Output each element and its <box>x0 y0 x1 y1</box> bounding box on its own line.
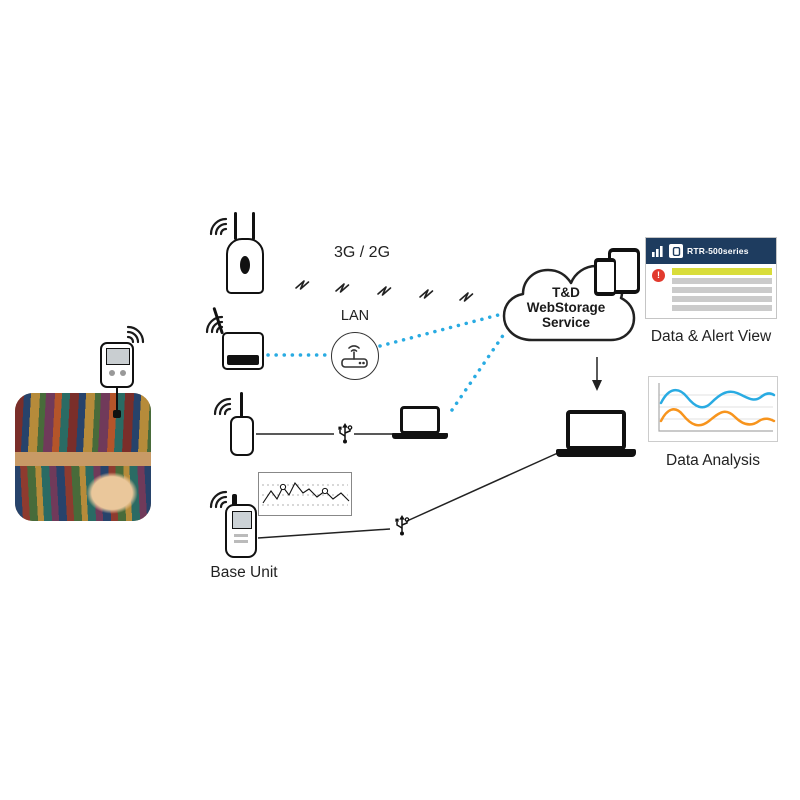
logger-sensor-cable <box>113 384 121 418</box>
lan-label: LAN <box>340 308 370 324</box>
lan-router-icon <box>331 332 379 380</box>
wifi-signal-icon <box>209 217 228 236</box>
laptop-large-icon <box>566 410 626 450</box>
bar-chart-icon <box>652 246 663 257</box>
bookshelf-board <box>15 451 151 466</box>
laptop-large-base <box>556 449 636 457</box>
handheld-display <box>232 511 252 529</box>
laptop-small-icon <box>400 406 440 434</box>
antenna <box>252 212 255 240</box>
data-alert-view-window: RTR-500series ! <box>645 237 777 319</box>
device-chip-icon <box>669 244 683 258</box>
wifi-signal-icon <box>126 325 145 344</box>
network-label: 3G / 2G <box>333 244 391 261</box>
data-analysis-chart <box>648 376 778 442</box>
base-unit-handheld <box>225 504 257 558</box>
data-analysis-label: Data Analysis <box>666 452 760 469</box>
cellular-link-bolts <box>295 280 474 302</box>
logger-button <box>120 370 126 376</box>
browser-header: RTR-500series <box>646 238 776 264</box>
base-unit-router <box>222 332 264 370</box>
table-row <box>672 287 772 293</box>
installation-photo <box>15 393 151 521</box>
table-row-highlight <box>672 268 772 275</box>
base-unit-cellular <box>226 238 264 294</box>
laptop-small-base <box>392 433 448 439</box>
base-unit-label: Base Unit <box>210 564 278 581</box>
data-logger-device <box>100 342 134 388</box>
browser-title: RTR-500series <box>687 246 749 256</box>
table-row <box>672 296 772 302</box>
lan-dotted-links <box>266 312 506 412</box>
handheld-button <box>234 540 248 543</box>
down-arrowhead <box>592 380 602 391</box>
alert-icon: ! <box>652 269 665 282</box>
data-alert-view-label: Data & Alert View <box>650 328 772 345</box>
cloud-label-line1: T&D <box>552 285 580 300</box>
usb-icon <box>338 423 353 444</box>
base-unit-usb <box>230 416 254 456</box>
logger-button <box>109 370 115 376</box>
antenna <box>232 494 237 506</box>
wifi-signal-icon <box>209 490 228 509</box>
table-row <box>672 305 772 311</box>
router-front-panel <box>227 355 259 365</box>
hand <box>85 472 138 515</box>
cloud-label-line3: Service <box>541 315 591 331</box>
bookshelf-top <box>15 393 151 452</box>
cloud-label: T&D WebStorage Service <box>496 285 636 330</box>
handheld-button <box>234 534 248 537</box>
recorded-data-chart <box>258 472 352 516</box>
browser-body: ! <box>646 264 776 316</box>
smartphone-icon <box>594 258 616 296</box>
cloud-label-line2: WebStorage <box>526 300 606 316</box>
usb-cable-links <box>256 357 598 539</box>
antenna <box>240 392 243 418</box>
logger-display <box>106 348 130 365</box>
cellular-unit-emblem <box>240 256 250 274</box>
antenna <box>234 212 237 240</box>
table-row <box>672 278 772 284</box>
usb-icon <box>395 515 410 536</box>
wifi-signal-icon <box>213 397 232 416</box>
